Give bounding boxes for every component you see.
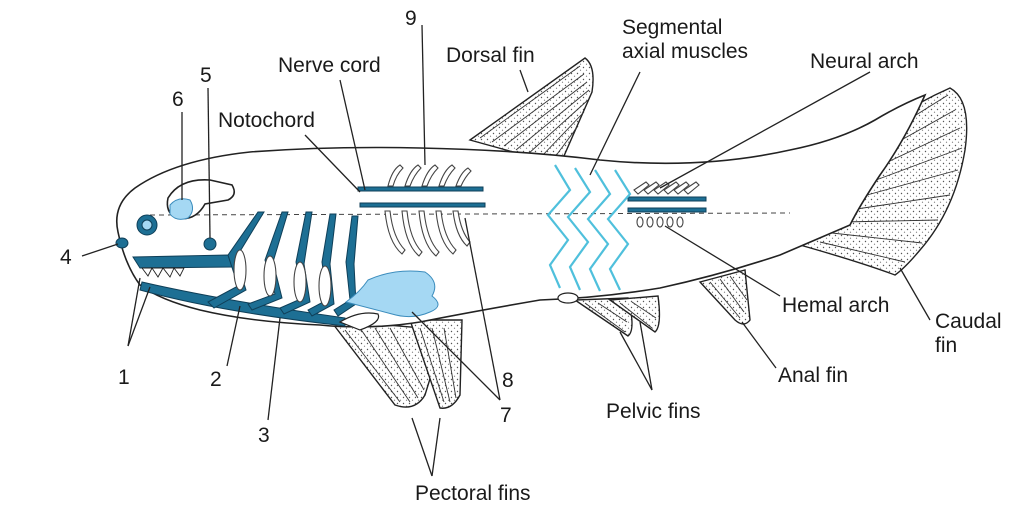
anal-fin: [698, 269, 751, 325]
label-neural-arch: Neural arch: [810, 50, 919, 73]
nasal-capsule[interactable]: [115, 237, 129, 249]
label-caudal-line2: fin: [935, 334, 957, 357]
eye-capsule[interactable]: [136, 214, 158, 236]
gill-slits: [233, 249, 332, 307]
hemal-arches[interactable]: [636, 216, 684, 228]
label-segmental-line2: axial muscles: [622, 40, 748, 63]
label-caudal-line1: Caudal: [935, 310, 1002, 333]
dorsal-fin: [468, 57, 594, 166]
leader-lines: [81, 24, 931, 477]
pectoral-fins: [328, 319, 463, 409]
spiracle[interactable]: [203, 237, 217, 251]
label-2: 2: [210, 368, 222, 391]
segmental-axial-muscles[interactable]: [546, 164, 632, 292]
label-3: 3: [258, 424, 270, 447]
ear-capsule[interactable]: [169, 198, 194, 220]
label-segmental-line1: Segmental: [622, 16, 722, 39]
label-1: 1: [118, 366, 130, 389]
neural-arches[interactable]: [633, 181, 700, 195]
upper-jaw[interactable]: [132, 254, 233, 269]
teeth: [141, 267, 185, 278]
label-7: 7: [500, 404, 512, 427]
ribs-anterior: [384, 164, 472, 257]
lower-jaw[interactable]: [139, 281, 346, 327]
pectoral-girdle[interactable]: [338, 312, 380, 331]
label-hemal-arch: Hemal arch: [782, 294, 889, 317]
body-midline: [149, 212, 791, 216]
label-nerve-cord: Nerve cord: [278, 54, 381, 77]
label-6: 6: [172, 88, 184, 111]
label-8: 8: [502, 369, 514, 392]
notochord[interactable]: [359, 202, 707, 213]
label-notochord: Notochord: [218, 109, 315, 132]
label-anal-fin: Anal fin: [778, 364, 848, 387]
label-5: 5: [200, 64, 212, 87]
fish-body: [116, 93, 927, 328]
label-9: 9: [405, 7, 417, 30]
pelvic-girdle[interactable]: [557, 292, 579, 304]
label-pectoral-fins: Pectoral fins: [415, 482, 531, 505]
label-pelvic-fins: Pelvic fins: [606, 400, 701, 423]
lung-like-pouch[interactable]: [344, 270, 439, 318]
label-4: 4: [60, 246, 72, 269]
fin-rays: [344, 65, 963, 403]
label-dorsal-fin: Dorsal fin: [446, 44, 535, 67]
